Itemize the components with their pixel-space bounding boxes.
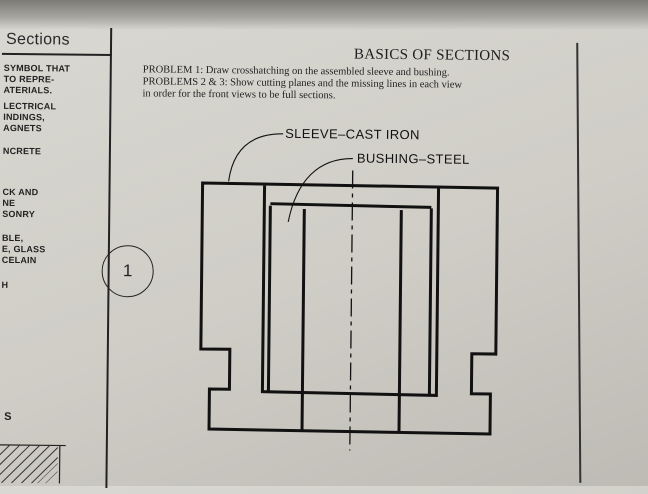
sleeve-leader-line [229, 133, 283, 182]
problem-number-badge: 1 [101, 245, 154, 298]
bushing-wall-right [429, 208, 431, 394]
bushing-flange-line [270, 204, 431, 208]
sleeve-outline [200, 183, 498, 434]
callout-bushing: BUSHING–STEEL [357, 151, 470, 167]
bushing-leader-line [288, 158, 353, 223]
callout-sleeve: SLEEVE–CAST IRON [285, 126, 420, 142]
problem-number: 1 [123, 261, 133, 281]
bushing-bore-left [302, 209, 304, 432]
bushing-wall-left [268, 206, 270, 392]
center-line [350, 171, 353, 451]
bushing-bore-right [399, 210, 401, 433]
